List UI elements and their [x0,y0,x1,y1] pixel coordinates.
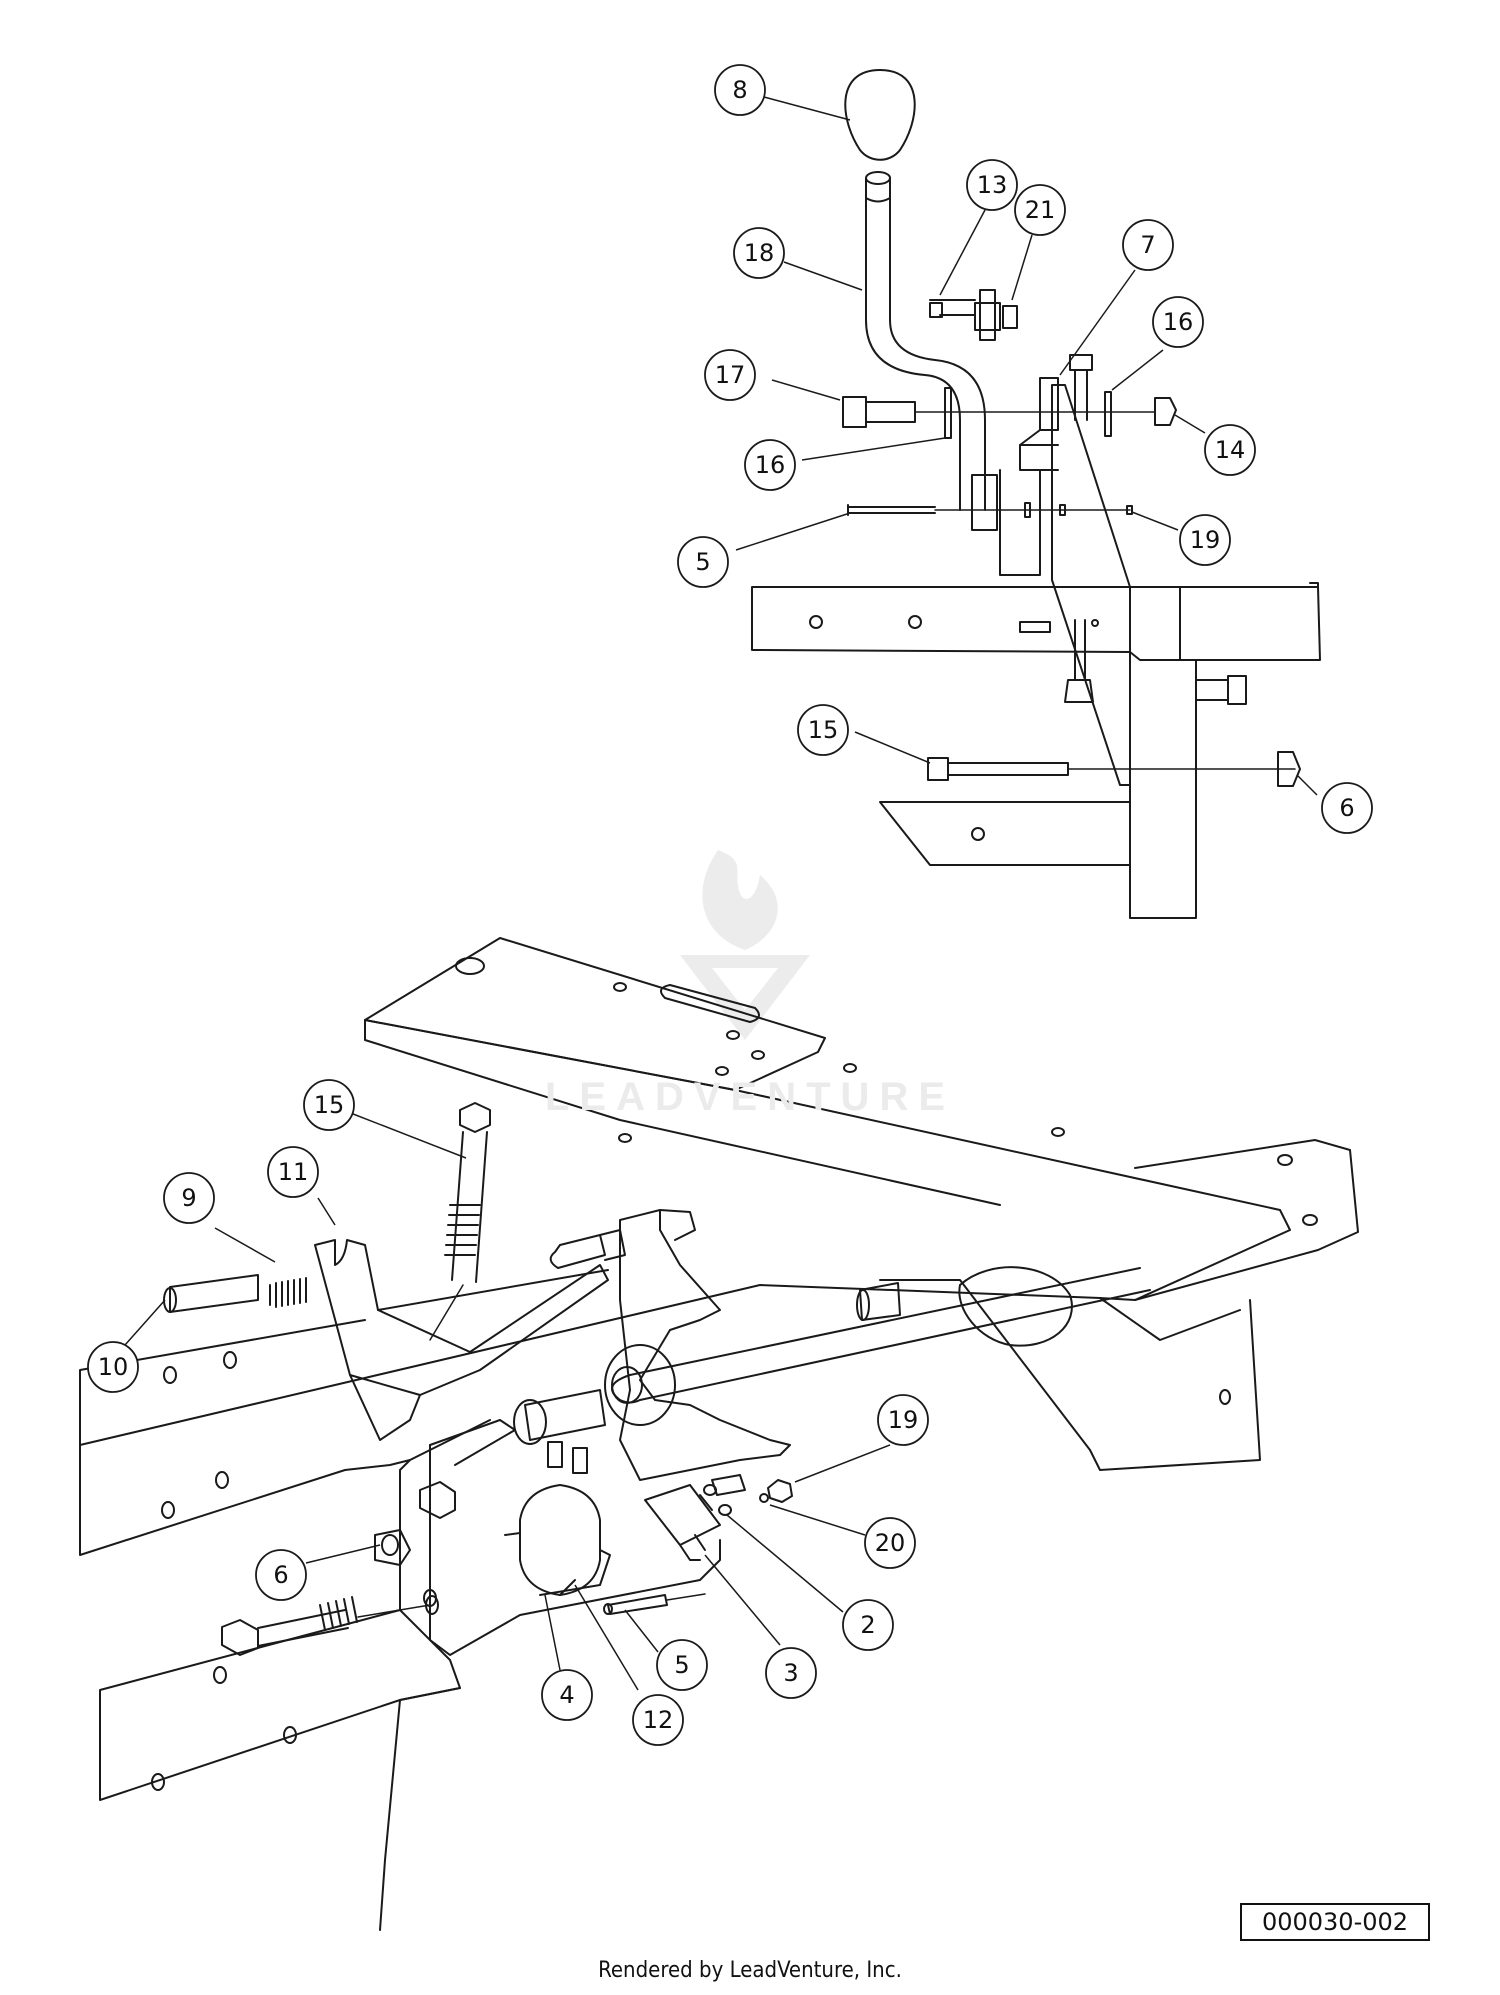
pin [169,1274,259,1313]
svg-text:12: 12 [643,1706,674,1734]
svg-text:15: 15 [808,716,839,744]
callout[interactable]: 12 [632,1694,684,1746]
frame-side-panel [79,1444,411,1556]
ball-stud [549,1234,606,1269]
frame-post [1129,586,1197,919]
svg-text:17: 17 [715,361,746,389]
svg-text:9: 9 [181,1184,196,1212]
svg-text:4: 4 [559,1681,574,1709]
callout[interactable]: 10 [87,1341,139,1393]
svg-text:14: 14 [1215,436,1246,464]
long-bolt [927,757,949,781]
spring [269,1277,307,1308]
callout[interactable]: 18 [733,227,785,279]
top-assembly [751,69,1321,919]
svg-text:10: 10 [98,1353,129,1381]
leader-lines [124,96,1318,1691]
callout[interactable]: 15 [797,704,849,756]
callout[interactable]: 8 [714,64,766,116]
callout[interactable]: 14 [1204,424,1256,476]
flange-nut [1277,751,1301,787]
flange-nut [374,1529,411,1566]
svg-text:15: 15 [314,1091,345,1119]
micro-switch [644,1484,721,1546]
callout[interactable]: 17 [704,349,756,401]
pivot-plate [619,1209,791,1481]
nut [1154,397,1177,426]
svg-text:6: 6 [1339,794,1354,822]
callout[interactable]: 7 [1122,219,1174,271]
callout[interactable]: 6 [1321,782,1373,834]
callout[interactable]: 9 [163,1172,215,1224]
svg-text:5: 5 [674,1651,689,1679]
svg-text:19: 19 [888,1406,919,1434]
footer-credit: Rendered by LeadVenture, Inc. [598,1958,902,1983]
callout[interactable]: 5 [656,1639,708,1691]
ball-stud [929,299,976,316]
svg-text:2: 2 [860,1611,875,1639]
bottom-assembly [79,937,1359,1931]
svg-text:16: 16 [755,451,786,479]
pin [847,504,936,516]
watermark-text: LEADVENTURE [544,1075,956,1119]
cross-tube [1134,1139,1359,1301]
svg-text:20: 20 [875,1529,906,1557]
callout[interactable]: 11 [267,1146,319,1198]
svg-text:8: 8 [732,76,747,104]
svg-text:21: 21 [1025,196,1056,224]
callout[interactable]: 20 [864,1517,916,1569]
shift-lever [629,1267,1151,1401]
frame-main [79,1019,1291,1446]
callout[interactable]: 19 [877,1394,929,1446]
frame-rail-upper [751,586,1321,661]
nut [767,1479,793,1503]
callout[interactable]: 21 [1014,184,1066,236]
callout[interactable]: 19 [1179,514,1231,566]
callouts: 8 13 21 7 18 16 17 16 14 5 19 15 6 15 11… [87,64,1373,1746]
callout[interactable]: 4 [541,1669,593,1721]
mount-plate [1051,384,1131,786]
svg-text:19: 19 [1190,526,1221,554]
switch [519,1484,601,1596]
svg-text:7: 7 [1140,231,1155,259]
svg-text:16: 16 [1163,308,1194,336]
shift-bracket [314,1239,609,1441]
frame-rail-lower [879,801,1131,866]
callout[interactable]: 6 [255,1549,307,1601]
svg-text:18: 18 [744,239,775,267]
pivot-bolt [842,396,867,428]
shift-lever [865,182,961,511]
long-bolt [459,1102,491,1133]
callout[interactable]: 13 [966,159,1018,211]
svg-text:11: 11 [278,1158,309,1186]
shift-knob [958,1266,1073,1347]
svg-text:3: 3 [783,1659,798,1687]
diagram-part-code: 000030-002 [1240,1903,1430,1941]
leadventure-logo-watermark [680,850,810,1040]
svg-text:13: 13 [977,171,1008,199]
callout[interactable]: 5 [677,536,729,588]
pin [607,1594,668,1615]
svg-text:6: 6 [273,1561,288,1589]
callout[interactable]: 2 [842,1599,894,1651]
callout[interactable]: 15 [303,1079,355,1131]
frame-lower-rail [99,1609,461,1801]
callout[interactable]: 16 [1152,296,1204,348]
callout[interactable]: 16 [744,439,796,491]
long-bolt [221,1619,259,1656]
svg-text:5: 5 [695,548,710,576]
shift-knob [844,69,916,161]
callout[interactable]: 3 [765,1647,817,1699]
